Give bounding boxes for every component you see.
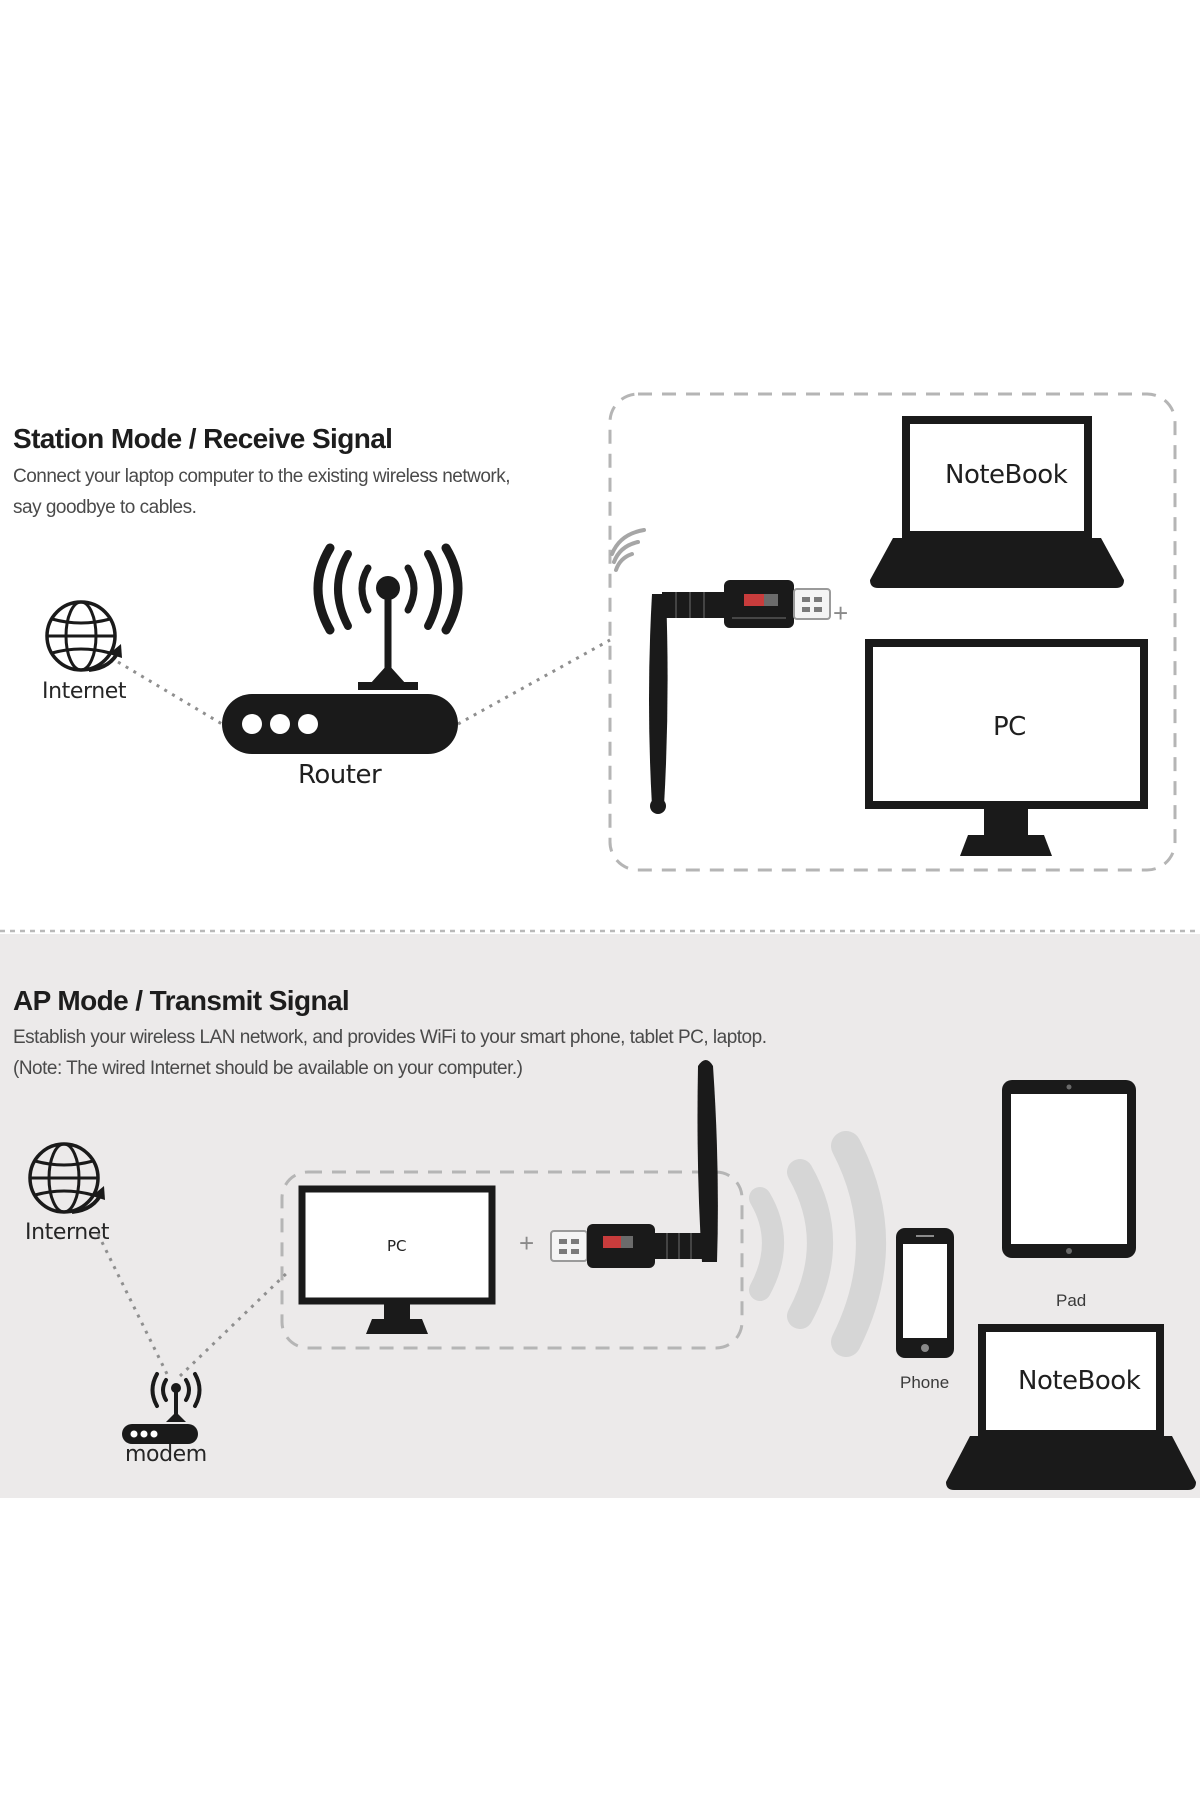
ap-notebook-label: NoteBook [1018,1366,1141,1396]
laptop-icon [870,416,1124,588]
station-plus-sign: + [833,598,849,628]
phone-icon [896,1228,954,1358]
link-router-adapter [457,638,611,726]
modem-icon [122,1372,202,1444]
usb-wifi-adapter-icon [610,528,831,814]
usb-wifi-adapter-icon [550,1060,718,1268]
link-modem-pc [178,1268,292,1378]
ap-internet-label: Internet [25,1220,110,1245]
station-mode-title: Station Mode / Receive Signal [13,423,393,454]
tablet-icon [1002,1080,1136,1258]
wifi-signal-icon [610,528,646,572]
station-device-group-border [608,392,1177,872]
pad-label: Pad [1056,1291,1087,1310]
station-mode-description-line1: Connect your laptop computer to the exis… [13,466,511,487]
station-internet-label: Internet [42,679,127,704]
link-internet-router [117,660,223,726]
ap-device-group-border [280,1170,744,1350]
station-notebook-label: NoteBook [945,460,1068,490]
station-pc-label: PC [993,712,1026,742]
phone-label: Phone [900,1373,950,1392]
station-mode-description-line2: say goodbye to cables. [13,497,197,518]
ap-mode-title: AP Mode / Transmit Signal [13,985,350,1016]
internet-globe-icon [45,600,124,672]
monitor-icon [298,1185,496,1334]
ap-plus-sign: + [519,1228,535,1258]
router-icon [222,543,463,754]
router-label: Router [298,760,382,790]
ap-mode-description-line2: (Note: The wired Internet should be avai… [13,1058,523,1079]
ap-mode-description-line1: Establish your wireless LAN network, and… [13,1027,767,1048]
ap-pc-label: PC [387,1237,407,1255]
modem-label: modem [125,1442,207,1467]
transmit-signal-waves [749,1131,886,1357]
laptop-icon [946,1324,1196,1490]
monitor-icon [865,639,1148,856]
